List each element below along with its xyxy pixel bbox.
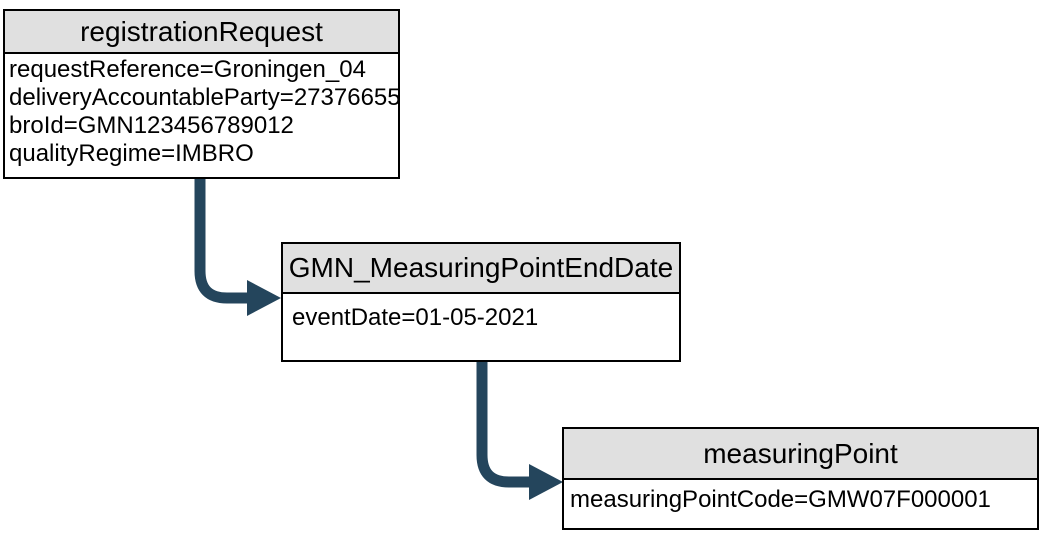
attribute-measuring-point-code: measuringPointCode=GMW07F000001 [570,486,991,513]
node-attributes: eventDate=01-05-2021 [283,294,679,332]
arrow-enddate-to-measuringpoint [476,360,563,500]
arrowhead-icon [529,464,563,500]
node-title-registration-request: registrationRequest [5,11,398,54]
arrow-elbow-line [476,360,530,488]
attribute-bro-id: broId=GMN123456789012 [9,112,294,139]
attribute-event-date: eventDate=01-05-2021 [292,304,539,331]
arrowhead-icon [247,280,281,316]
node-registration-request: registrationRequest requestReference=Gro… [3,9,400,179]
node-measuring-point: measuringPoint measuringPointCode=GMW07F… [562,427,1039,530]
attribute-quality-regime: qualityRegime=IMBRO [9,140,254,167]
attribute-delivery-accountable-party: deliveryAccountableParty=27376655 [9,84,398,111]
arrow-registrationrequest-to-enddate [194,178,281,316]
node-attributes: measuringPointCode=GMW07F000001 [564,480,1037,514]
attribute-request-reference: requestReference=Groningen_04 [9,56,366,83]
node-gmn-measuring-point-end-date: GMN_MeasuringPointEndDate eventDate=01-0… [281,242,681,362]
arrow-elbow-line [194,178,248,304]
node-attributes: requestReference=Groningen_04 deliveryAc… [5,54,398,168]
node-title-measuring-point: measuringPoint [564,429,1037,480]
node-title-gmn-measuring-point-end-date: GMN_MeasuringPointEndDate [283,244,679,294]
